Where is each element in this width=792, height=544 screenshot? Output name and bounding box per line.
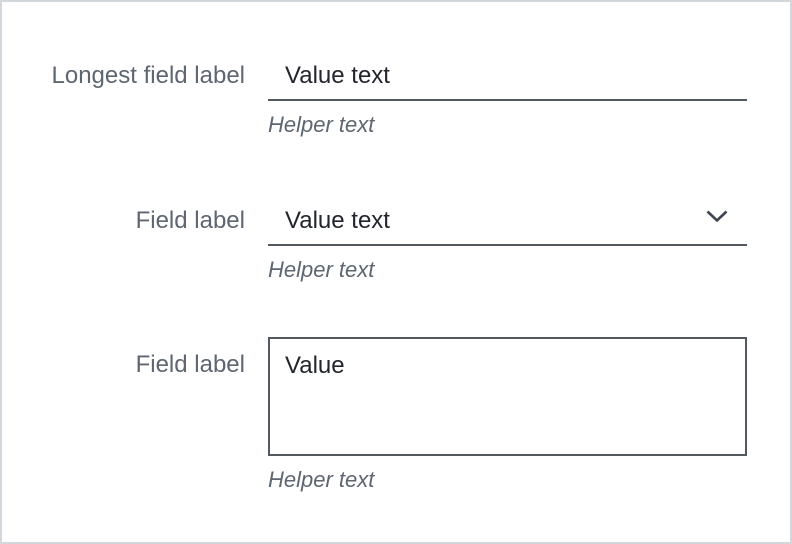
chevron-down-icon [706, 210, 728, 223]
form-panel: Longest field label Helper text Field la… [2, 2, 790, 495]
field-row-textarea: Field label Value Helper text [2, 337, 790, 495]
select-value: Value text [285, 207, 390, 234]
select-input[interactable]: Value text [268, 204, 747, 246]
field-label: Longest field label [51, 62, 245, 89]
text-input[interactable] [268, 59, 747, 101]
text-input-control: Helper text [268, 59, 747, 140]
textarea-input[interactable]: Value [268, 337, 747, 456]
field-label: Field label [135, 207, 245, 234]
select-control: Value text Helper text [268, 204, 747, 285]
helper-text: Helper text [268, 257, 375, 282]
textarea-control: Value Helper text [268, 337, 747, 495]
helper-text: Helper text [268, 467, 375, 492]
field-row-text-input: Longest field label Helper text [2, 59, 790, 140]
field-row-select: Field label Value text Helper text [2, 204, 790, 285]
helper-text: Helper text [268, 112, 375, 137]
field-label: Field label [135, 351, 245, 378]
